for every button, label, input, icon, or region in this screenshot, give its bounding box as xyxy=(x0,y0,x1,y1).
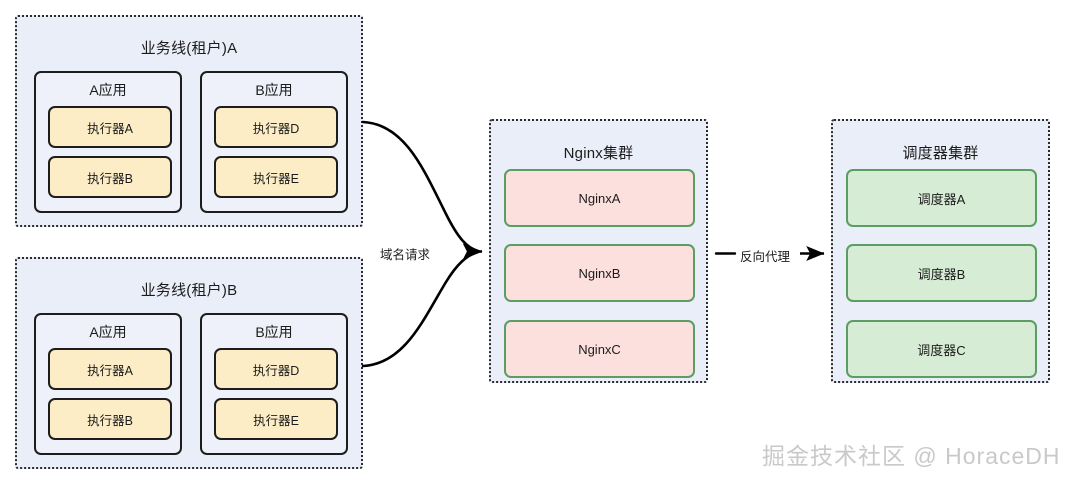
tenant-b-app-a-executor-0[interactable]: 执行器A xyxy=(48,348,172,390)
nginx-cluster[interactable]: Nginx集群 NginxA NginxB NginxC xyxy=(489,119,708,383)
tenant-cluster-b[interactable]: 业务线(租户)B A应用 执行器A 执行器B B应用 执行器D 执行器E xyxy=(15,257,363,469)
tenant-a-app-a-title: A应用 xyxy=(89,82,127,98)
scheduler-node-b[interactable]: 调度器B xyxy=(846,244,1037,302)
nginx-node-a[interactable]: NginxA xyxy=(504,169,695,227)
tenant-b-app-b[interactable]: B应用 执行器D 执行器E xyxy=(200,313,348,455)
tenant-a-app-b-executor-1[interactable]: 执行器E xyxy=(214,156,338,198)
tenant-a-app-b-executor-0[interactable]: 执行器D xyxy=(214,106,338,148)
edge-label-reverse-proxy: 反向代理 xyxy=(740,250,791,264)
tenant-b-app-a-executor-1[interactable]: 执行器B xyxy=(48,398,172,440)
tenant-a-app-a-executor-0[interactable]: 执行器A xyxy=(48,106,172,148)
scheduler-node-a[interactable]: 调度器A xyxy=(846,169,1037,227)
nginx-node-c[interactable]: NginxC xyxy=(504,320,695,378)
scheduler-cluster[interactable]: 调度器集群 调度器A 调度器B 调度器C xyxy=(831,119,1050,383)
tenant-b-app-a-title: A应用 xyxy=(89,324,127,340)
tenant-cluster-a[interactable]: 业务线(租户)A A应用 执行器A 执行器B B应用 执行器D 执行器E xyxy=(15,15,363,227)
tenant-b-app-b-title: B应用 xyxy=(255,324,293,340)
scheduler-node-c[interactable]: 调度器C xyxy=(846,320,1037,378)
edge-tenant-a-to-nginx xyxy=(361,120,480,253)
edge-label-domain-request: 域名请求 xyxy=(380,248,431,262)
tenant-cluster-b-title: 业务线(租户)B xyxy=(140,282,238,299)
nginx-cluster-title: Nginx集群 xyxy=(563,145,634,162)
nginx-node-b[interactable]: NginxB xyxy=(504,244,695,302)
tenant-a-app-b-title: B应用 xyxy=(255,82,293,98)
tenant-b-app-a[interactable]: A应用 执行器A 执行器B xyxy=(34,313,182,455)
tenant-a-app-a[interactable]: A应用 执行器A 执行器B xyxy=(34,71,182,213)
scheduler-cluster-title: 调度器集群 xyxy=(902,145,979,162)
tenant-a-app-b[interactable]: B应用 执行器D 执行器E xyxy=(200,71,348,213)
tenant-a-app-a-executor-1[interactable]: 执行器B xyxy=(48,156,172,198)
tenant-cluster-a-title: 业务线(租户)A xyxy=(140,40,238,57)
tenant-b-app-b-executor-1[interactable]: 执行器E xyxy=(214,398,338,440)
watermark: 掘金技术社区 @ HoraceDH xyxy=(762,443,1061,469)
edge-tenant-b-to-nginx xyxy=(361,250,480,368)
tenant-b-app-b-executor-0[interactable]: 执行器D xyxy=(214,348,338,390)
